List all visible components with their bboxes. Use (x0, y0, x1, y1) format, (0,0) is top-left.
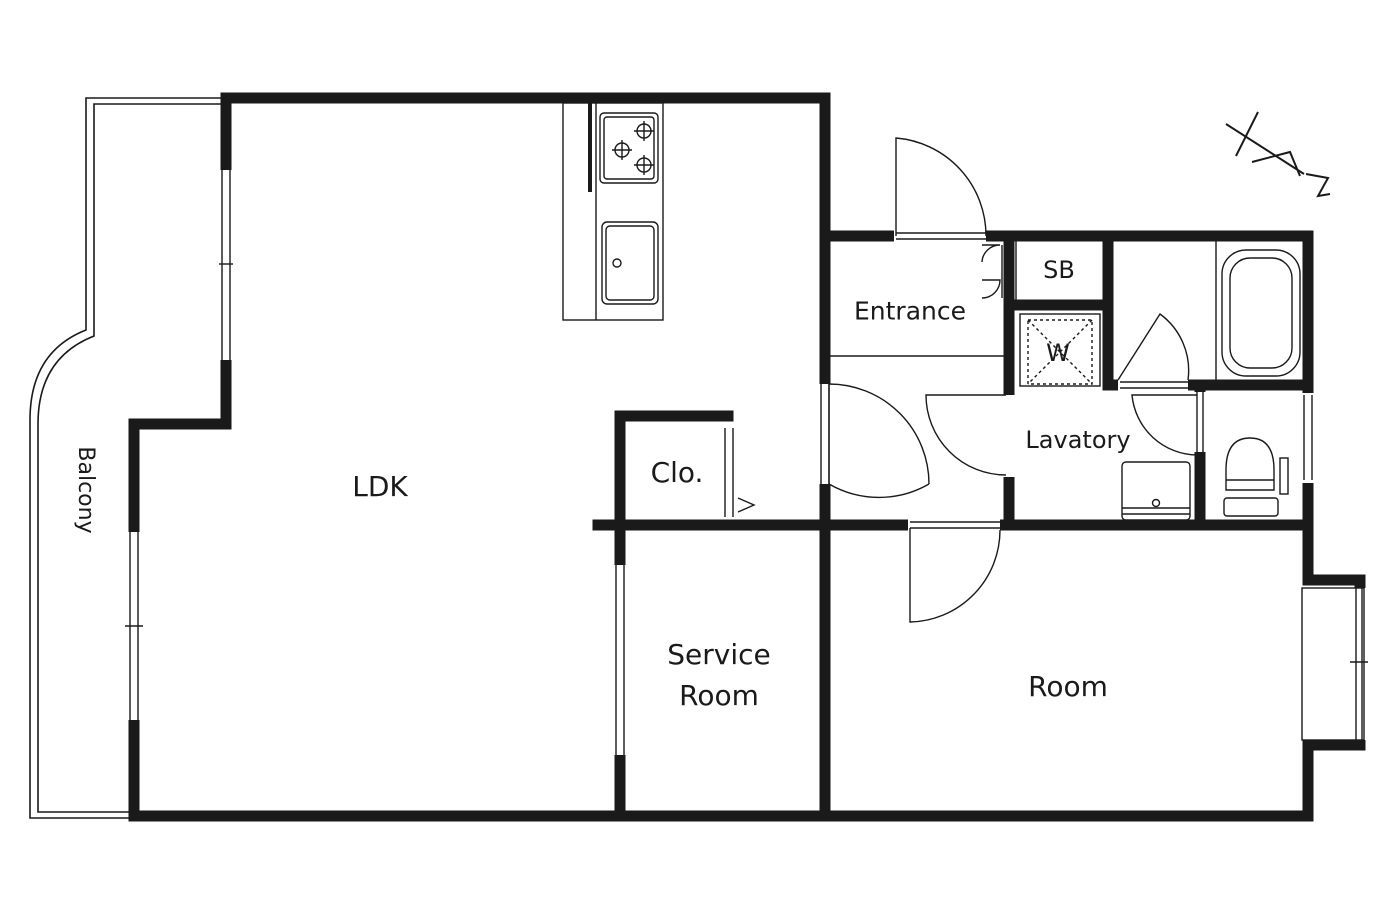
room-label-ldk: LDK (352, 470, 408, 503)
partitions (829, 241, 1217, 380)
wc-door (1131, 394, 1198, 456)
front-door (895, 137, 987, 237)
washer-pan-icon (1019, 313, 1101, 387)
room-door (909, 528, 1001, 623)
room-label-room: Room (1028, 670, 1108, 703)
lavatory-door (925, 394, 1007, 476)
room-label-washer: W (1046, 339, 1070, 367)
wash-basin-icon (1121, 461, 1191, 521)
room-label-closet: Clo. (650, 456, 704, 489)
ldk-door (828, 384, 930, 499)
room-label-entrance: Entrance (853, 296, 967, 326)
windows (125, 170, 1368, 755)
bathtub-icon (1221, 249, 1301, 377)
room-label-balcony: Balcony (73, 446, 98, 534)
kitchen-sink-icon (601, 221, 659, 305)
sb-door (981, 244, 1001, 299)
interior-walls (592, 230, 1314, 822)
balcony-outline (29, 97, 222, 819)
doors (828, 137, 1198, 623)
toilet-icon (1223, 437, 1289, 517)
kitchen-counter (562, 102, 664, 321)
stove-icon (599, 112, 659, 184)
bath-door (1117, 312, 1190, 381)
north-arrow-icon (1225, 111, 1331, 198)
room-label-service-room: Service Room (667, 638, 771, 712)
room-label-shoe-box: SB (1043, 256, 1075, 284)
room-label-lavatory: Lavatory (1025, 426, 1131, 454)
